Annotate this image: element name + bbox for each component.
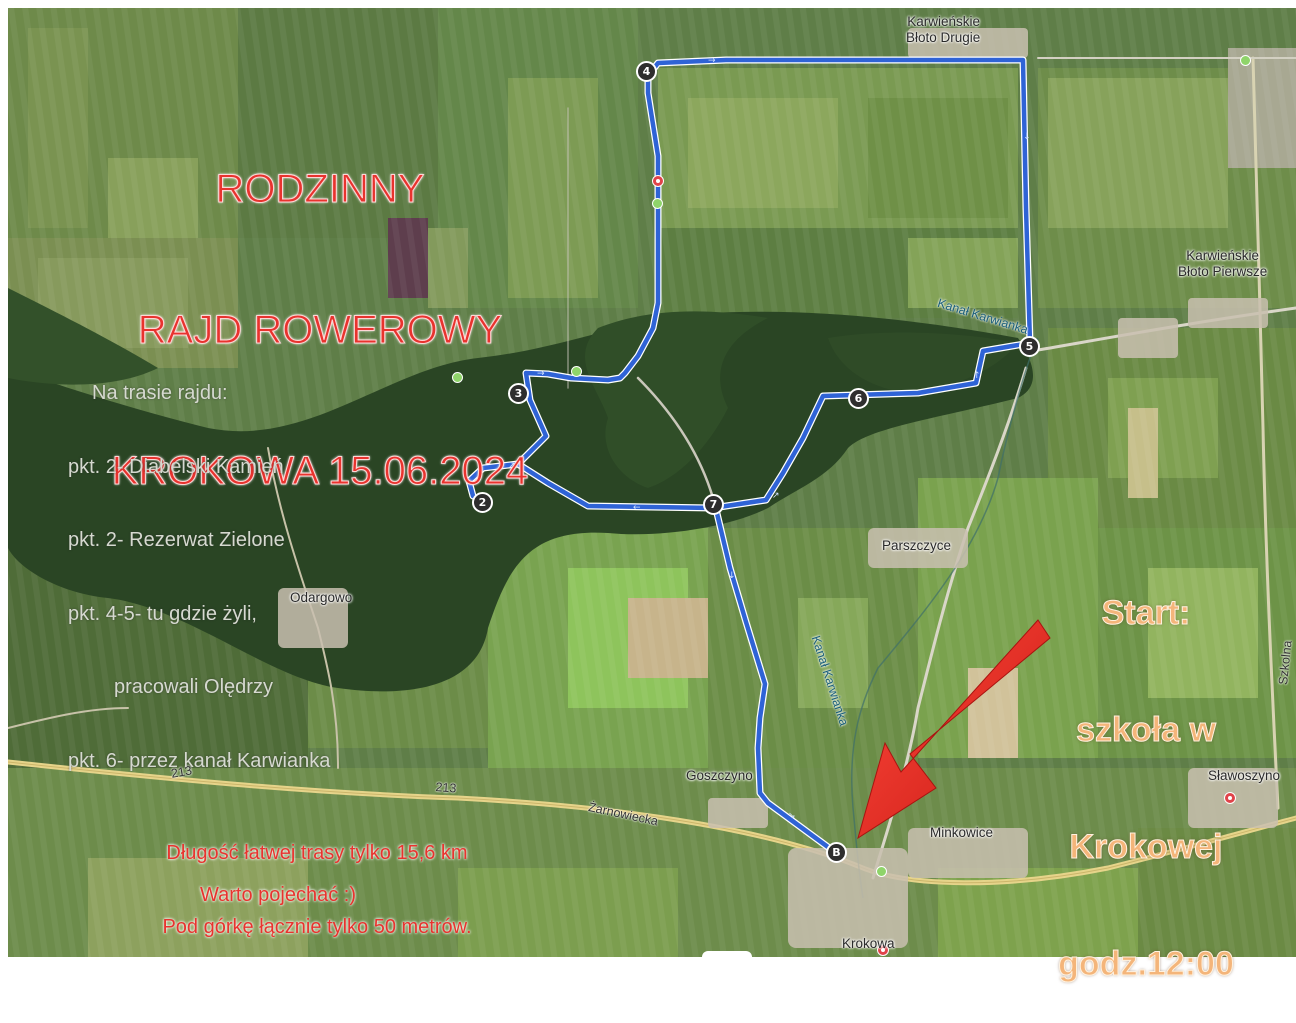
waypoint-4-marker[interactable]: 4 bbox=[636, 61, 657, 82]
settlements bbox=[278, 28, 1278, 948]
waypoint-5-marker[interactable]: 5 bbox=[1019, 336, 1040, 357]
attraction-item: pracowali Olędrzy bbox=[114, 676, 273, 698]
green-poi-dot[interactable] bbox=[571, 366, 582, 377]
route-length-text: Długość łatwej trasy tylko 15,6 km bbox=[166, 842, 468, 864]
green-poi-dot[interactable] bbox=[876, 866, 887, 877]
worth-riding-text: Warto pojechać :) bbox=[200, 884, 356, 906]
title-line-1: RODZINNY bbox=[215, 167, 425, 212]
start-line-3: Krokowej bbox=[1069, 828, 1223, 867]
start-pointer-arrow bbox=[857, 619, 1051, 840]
place-label-odargowo: Odargowo bbox=[290, 590, 353, 605]
start-info: Start: szkoła w Krokowej godz.12:00 bbox=[1028, 516, 1264, 1023]
green-poi-dot[interactable] bbox=[452, 372, 463, 383]
svg-text:↓: ↓ bbox=[728, 571, 736, 581]
attraction-item: pkt. 6- przez kanał Karwianka bbox=[68, 749, 331, 772]
svg-text:→: → bbox=[537, 369, 545, 379]
place-label-line: Błoto Pierwsze bbox=[1178, 264, 1268, 279]
event-title: RODZINNY RAJD ROWEROWY KROKOWA 15.06.202… bbox=[60, 72, 580, 542]
bike-route bbox=[465, 56, 1034, 854]
map-scroll-handle[interactable] bbox=[702, 951, 752, 957]
waypoint-3-marker[interactable]: 3 bbox=[508, 383, 529, 404]
place-label-slawoszyno: Sławoszyno bbox=[1208, 768, 1281, 783]
attractions-heading: Na trasie rajdu: bbox=[92, 382, 228, 404]
route-climb-text: Pod górkę łącznie tylko 50 metrów. bbox=[162, 915, 472, 938]
waypoint-6-marker[interactable]: 6 bbox=[848, 388, 869, 409]
start-line-1: Start: bbox=[1101, 594, 1191, 633]
forest bbox=[8, 288, 1033, 692]
direction-arrow-icons: → → ↑ ← ↓ ↗ → ↗ ↘ bbox=[508, 56, 1031, 821]
red-poi-marker[interactable] bbox=[1224, 792, 1236, 804]
route-info: Długość łatwej trasy tylko 15,6 km Pod g… bbox=[92, 792, 542, 964]
green-poi-dot[interactable] bbox=[652, 198, 663, 209]
svg-text:↗: ↗ bbox=[772, 491, 780, 501]
place-label-line: Karwieńskie bbox=[1186, 248, 1260, 263]
waypoint-b-marker[interactable]: B bbox=[826, 842, 847, 863]
place-label-parszczyce: Parszczyce bbox=[882, 538, 952, 553]
start-line-4: godz.12:00 bbox=[1058, 945, 1235, 984]
svg-text:→: → bbox=[1021, 132, 1031, 140]
title-line-3: KROKOWA 15.06.2024 bbox=[111, 449, 529, 494]
red-poi-marker[interactable] bbox=[652, 175, 664, 187]
attraction-item: pkt. 4-5- tu gdzie żyli, bbox=[68, 602, 257, 625]
attraction-item: pkt. 2- Rezerwat Zielone bbox=[68, 529, 285, 551]
place-label-karwienskie-bloto-pierwsze: Karwieńskie Błoto Pierwsze bbox=[1178, 248, 1267, 280]
place-label-minkowice: Minkowice bbox=[930, 825, 994, 840]
attraction-item: pkt. 2- Diabelski Kamień bbox=[68, 455, 284, 478]
waypoint-7-marker[interactable]: 7 bbox=[703, 494, 724, 515]
title-line-2: RAJD ROWEROWY bbox=[137, 308, 503, 353]
svg-text:↘: ↘ bbox=[788, 811, 796, 821]
svg-text:←: ← bbox=[633, 503, 641, 513]
farm-fields bbox=[8, 8, 1296, 957]
start-line-2: szkoła w bbox=[1076, 711, 1217, 750]
attractions-list: Na trasie rajdu: pkt. 2- Diabelski Kamie… bbox=[68, 332, 330, 798]
svg-text:↗: ↗ bbox=[508, 461, 516, 471]
place-label-line: Karwieńskie bbox=[907, 14, 981, 29]
waypoint-2-marker[interactable]: 2 bbox=[472, 492, 493, 513]
svg-text:↑: ↑ bbox=[973, 371, 981, 381]
satellite-map[interactable]: → → ↑ ← ↓ ↗ → ↗ ↘ bbox=[8, 8, 1296, 957]
canal-karwianka bbox=[850, 337, 1039, 899]
place-label-line: Błoto Drugie bbox=[906, 30, 981, 45]
place-label-goszczyno: Goszczyno bbox=[686, 768, 753, 783]
green-poi-dot[interactable] bbox=[1240, 55, 1251, 66]
red-poi-marker[interactable] bbox=[877, 944, 889, 956]
place-label-krokowa: Krokowa bbox=[842, 936, 895, 951]
place-label-karwienskie-bloto-drugie: Karwieńskie Błoto Drugie bbox=[906, 14, 980, 46]
svg-text:→: → bbox=[708, 56, 716, 66]
